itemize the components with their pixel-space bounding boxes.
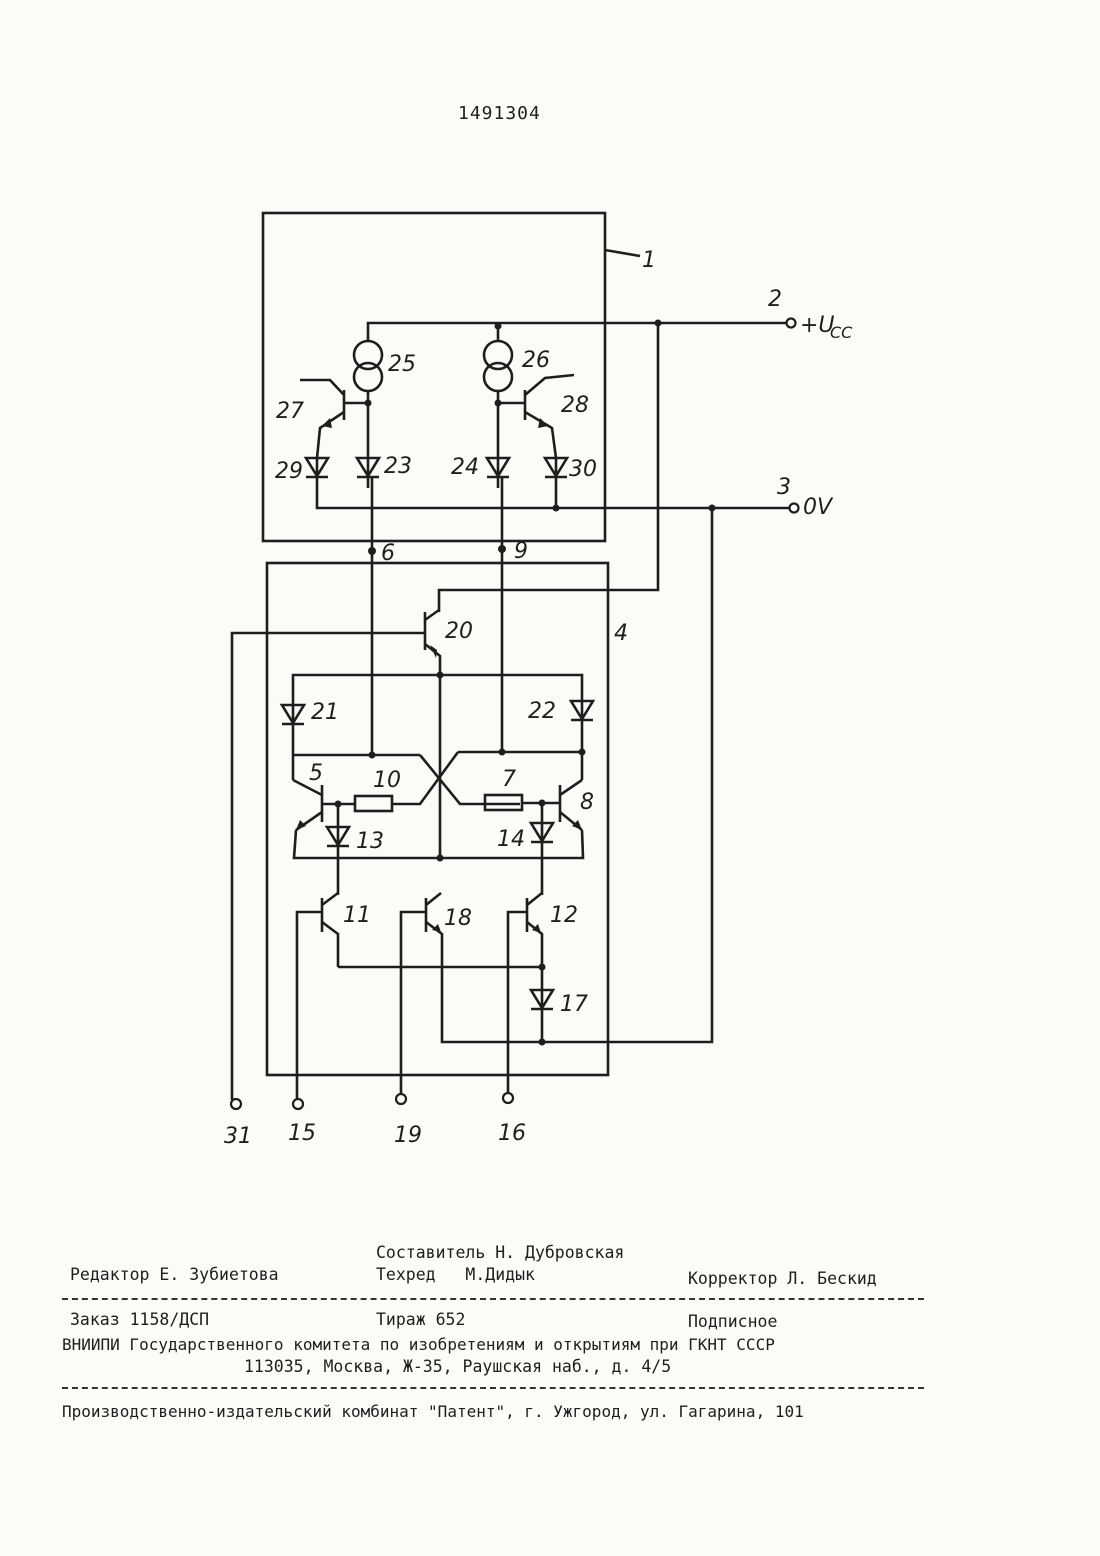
address-line: 113035, Москва, Ж-35, Раушская наб., д. … [244, 1357, 671, 1376]
institute-line: ВНИИПИ Государственного комитета по изоб… [62, 1335, 775, 1354]
label-23: 23 [384, 454, 412, 479]
label-terminal-16: 16 [498, 1121, 526, 1146]
transistor-20 [232, 610, 440, 1100]
label-27: 27 [276, 399, 304, 424]
label-8: 8 [580, 790, 594, 815]
ground-rail [317, 488, 799, 1042]
editor-credit: Редактор Е. Зубиетова [70, 1265, 279, 1284]
label-10: 10 [373, 768, 401, 793]
label-7: 7 [502, 767, 516, 792]
label-terminal-15: 15 [288, 1121, 316, 1146]
subscription: Подписное [688, 1312, 777, 1331]
emitter-bus [294, 803, 583, 895]
label-terminal-6: 6 [381, 541, 395, 566]
terminal-19 [396, 1094, 406, 1104]
label-block-4: 4 [614, 621, 628, 646]
divider-bottom [62, 1387, 924, 1389]
circuit-schematic: 1 4 2 +U CC 3 0V 6 9 25 26 27 28 29 23 2… [0, 0, 1100, 1200]
label-20: 20 [445, 619, 473, 644]
link-9 [498, 478, 506, 752]
label-30: 30 [569, 457, 597, 482]
label-terminal-9: 9 [514, 539, 528, 564]
diode-24 [487, 458, 509, 488]
terminal-31 [231, 1099, 241, 1109]
transistor-27 [300, 380, 368, 458]
order-number: Заказ 1158/ДСП [70, 1310, 209, 1329]
label-0v: 0V [803, 495, 834, 520]
divider-top [62, 1298, 924, 1300]
transistor-8 [560, 752, 582, 830]
diode-29 [306, 458, 328, 488]
label-terminal-3: 3 [777, 475, 791, 500]
block-4-frame [267, 563, 608, 1075]
label-terminal-19: 19 [394, 1123, 422, 1148]
block-1-frame [263, 213, 640, 541]
techred-credit: Техред М.Дидык [376, 1265, 535, 1284]
label-11: 11 [343, 903, 371, 928]
label-26: 26 [522, 348, 550, 373]
diode-30 [545, 458, 567, 488]
circulation: Тираж 652 [376, 1310, 465, 1329]
resistor-7 [485, 795, 560, 810]
current-source-25 [354, 341, 382, 458]
label-22: 22 [528, 699, 556, 724]
diode-17 [338, 964, 553, 1046]
label-13: 13 [356, 829, 384, 854]
label-terminal-31: 31 [224, 1124, 252, 1149]
label-5: 5 [309, 761, 323, 786]
transistor-11 [297, 893, 338, 1100]
label-29: 29 [275, 459, 303, 484]
label-17: 17 [560, 992, 588, 1017]
transistor-12 [508, 893, 542, 1100]
label-block-1: 1 [642, 248, 656, 273]
current-source-26 [484, 341, 512, 458]
label-21: 21 [311, 700, 339, 725]
diode-bridge [282, 672, 593, 805]
compiler-credit: Составитель Н. Дубровская [376, 1243, 624, 1262]
label-28: 28 [561, 393, 589, 418]
transistor-18 [401, 893, 442, 1100]
label-18: 18 [444, 906, 472, 931]
label-25: 25 [388, 352, 416, 377]
label-ucc-subscript: CC [830, 323, 853, 342]
terminal-15 [293, 1099, 303, 1109]
label-terminal-2: 2 [768, 287, 782, 312]
terminal-16 [503, 1093, 513, 1103]
link-6 [368, 478, 376, 755]
label-14: 14 [497, 827, 525, 852]
resistor-10 [322, 796, 392, 811]
diode-23 [357, 458, 379, 488]
corrector-credit: Корректор Л. Бескид [688, 1269, 877, 1288]
label-12: 12 [550, 903, 578, 928]
label-24: 24 [451, 455, 479, 480]
publisher-line: Производственно-издательский комбинат "П… [62, 1402, 804, 1421]
